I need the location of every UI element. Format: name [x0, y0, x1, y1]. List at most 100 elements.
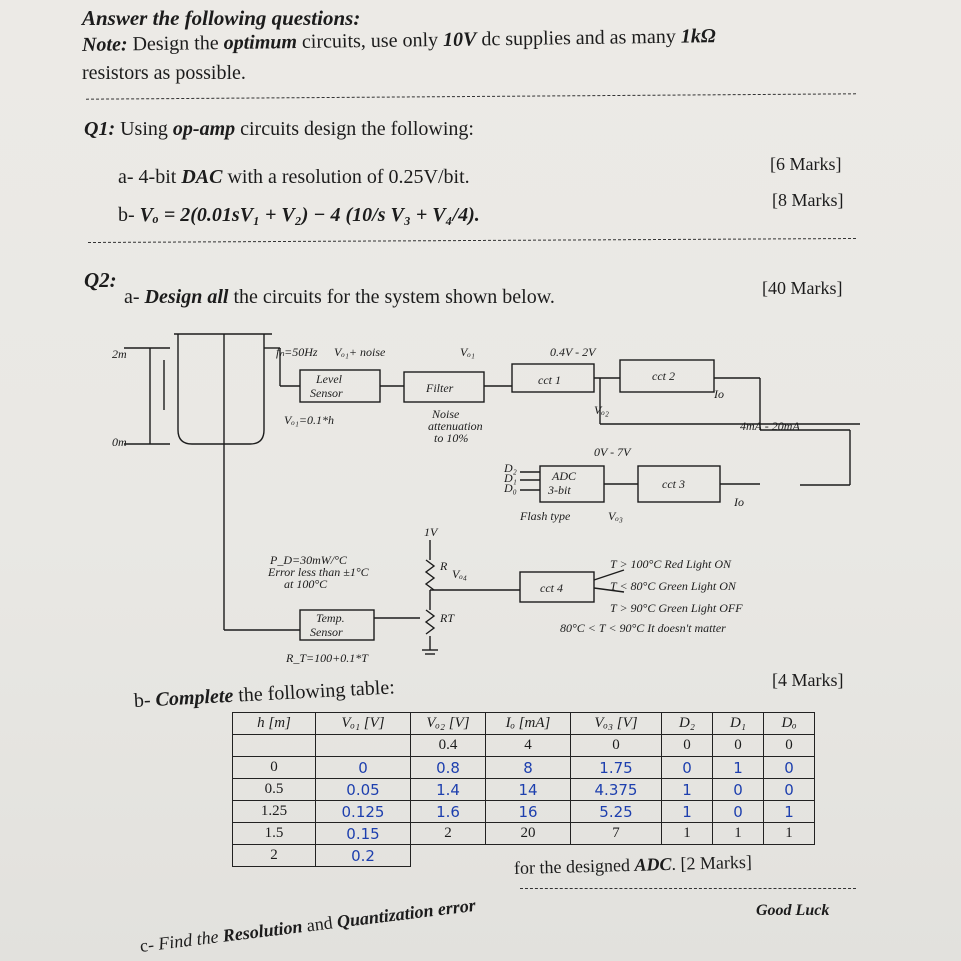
q2-c-text-2: for the designed	[513, 854, 631, 878]
cct2-label: cct 2	[652, 369, 675, 383]
q2-b-complete: Complete	[155, 684, 234, 711]
d0-label: D₀	[503, 481, 517, 495]
header-io: Iₒ [mA]	[485, 712, 571, 735]
condition-2: T < 80°C Green Light ON	[610, 579, 737, 593]
q2-c-adc: ADC	[634, 853, 672, 875]
tank-0m-label: 0m	[112, 435, 127, 449]
adc-label-2: 3-bit	[547, 483, 571, 497]
table-row: 1.5 0.15 2 20 7 1 1 1	[232, 822, 815, 845]
q1-opamp: op-amp	[172, 118, 236, 140]
temp-sensor-box	[299, 609, 375, 641]
header-d0: Dₒ	[763, 712, 815, 735]
noise-label-3: to 10%	[434, 431, 468, 445]
water-tank	[177, 334, 265, 445]
range-0-7-label: 0V - 7V	[594, 445, 632, 459]
cct2-box	[619, 359, 715, 393]
note-1k: 1kΩ	[680, 25, 716, 48]
q1-a-label: a- 4-bit	[118, 166, 177, 188]
level-sensor-label-2: Sensor	[310, 386, 343, 400]
d1-label: D₁	[503, 471, 517, 485]
cct1-label: cct 1	[538, 373, 561, 387]
good-luck: Good Luck	[756, 902, 830, 919]
header-vo1: Vₒ₁ [V]	[315, 712, 411, 735]
vo1-equation: Vₒ₁=0.1*h	[284, 413, 334, 427]
vo3-label: Vₒ₃	[608, 509, 623, 523]
pd-label: P_D=30mW/°C	[269, 553, 348, 567]
cct4-label: cct 4	[540, 581, 563, 595]
note-optimum: optimum	[223, 30, 298, 55]
condition-3: T > 90°C Green Light OFF	[610, 601, 743, 615]
note-text-3: dc supplies and as many	[481, 25, 676, 51]
note-10v: 10V	[442, 28, 477, 51]
temp-sensor-label-2: Sensor	[310, 625, 343, 639]
q1-heading: Q1: Using op-amp circuits design the fol…	[84, 118, 474, 141]
header-vo2: Vₒ₂ [V]	[410, 712, 486, 735]
q2-b-marks: [4 Marks]	[772, 670, 844, 690]
q1-a: a- 4-bit DAC with a resolution of 0.25V/…	[118, 166, 470, 189]
resistor-r	[424, 559, 436, 591]
level-sensor-label-1: Level	[315, 372, 343, 386]
filter-label: Filter	[425, 381, 454, 395]
error-label-1: Error less than ±1°C	[267, 565, 370, 579]
rt-equation: R_T=100+0.1*T	[285, 651, 369, 665]
header-vo3: Vₒ₃ [V]	[570, 712, 662, 735]
vo2-label: Vₒ₂	[594, 403, 609, 417]
supply-label: 1V	[424, 525, 439, 539]
q2-a-marks: [40 Marks]	[762, 278, 843, 298]
system-diagram: 2m 0m fₙ=50Hz Vₒ₁+ noise Vₒ₁ 0.4V - 2V L…	[112, 333, 860, 665]
q2-b-text: the following table:	[237, 676, 396, 707]
q2-c-quantization: Quantization error	[335, 894, 477, 932]
q2-label: Q2:	[84, 268, 117, 292]
table-row: 0.4 4 0 0 0 0	[232, 734, 815, 757]
io-range-label: 4mA - 20mA	[740, 419, 800, 433]
fn-label: fₙ=50Hz	[276, 345, 318, 359]
q2-b-label: b-	[133, 689, 152, 712]
condition-4: 80°C < T < 90°C It doesn't matter	[560, 621, 726, 635]
q2-c-text-1: Find the	[157, 926, 220, 954]
tank-2m-label: 2m	[112, 347, 127, 361]
q2-c-and: and	[305, 912, 334, 936]
q1-a-marks: [6 Marks]	[770, 154, 842, 174]
adc-label-1: ADC	[551, 469, 577, 483]
table-header-row: h [m] Vₒ₁ [V] Vₒ₂ [V] Iₒ [mA] Vₒ₃ [V] D₂…	[232, 712, 815, 735]
separator-3	[520, 888, 856, 889]
table-row: 2 0.2	[232, 844, 815, 867]
instructions-title: Answer the following questions:	[82, 6, 361, 30]
table-row: 0 0 0.8 8 1.75 0 1 0	[232, 756, 815, 779]
d2-label: D₂	[503, 461, 517, 475]
q2-c-label: c-	[138, 934, 156, 956]
vo1-noise-label: Vₒ₁+ noise	[334, 345, 386, 359]
q1-label: Q1:	[84, 118, 116, 140]
q2-c-left: c- Find the Resolution and Quantization …	[139, 895, 477, 957]
filter-box	[403, 371, 485, 403]
flash-label: Flash type	[519, 509, 571, 523]
q1-b-marks: [8 Marks]	[772, 190, 844, 210]
header-h: h [m]	[232, 712, 316, 735]
q2-c-resolution: Resolution	[221, 916, 304, 946]
noise-label-2: attenuation	[428, 419, 483, 433]
q2-b: b- Complete the following table:	[133, 676, 395, 713]
resistor-rt	[424, 609, 436, 635]
noise-label-1: Noise	[431, 407, 460, 421]
q2-a: a- Design all the circuits for the syste…	[124, 286, 555, 309]
r-label: R	[439, 559, 448, 573]
q2-a-label: a-	[124, 286, 140, 308]
header-d2: D₂	[661, 712, 713, 735]
temp-sensor-label-1: Temp.	[316, 611, 345, 625]
io-label-1: Io	[713, 387, 724, 401]
note-line-2: resistors as possible.	[82, 62, 246, 84]
q2-a-text: the circuits for the system shown below.	[233, 286, 555, 308]
header-d1: D₁	[712, 712, 764, 735]
q2-a-design-all: Design all	[144, 286, 229, 308]
q1-b-equation: Vₒ = 2(0.01sV₁ + V₂) − 4 (10/s V₃ + V₄/4…	[139, 204, 480, 226]
vo4-label: Vₒ₄	[452, 567, 467, 581]
q1-text-2: circuits design the following:	[240, 118, 474, 140]
q1-b-label: b-	[118, 204, 135, 226]
q2-c-marks: . [2 Marks]	[671, 851, 753, 874]
range-04-2-label: 0.4V - 2V	[550, 345, 597, 359]
q1-b: b- Vₒ = 2(0.01sV₁ + V₂) − 4 (10/s V₃ + V…	[118, 204, 480, 227]
vo1-label: Vₒ₁	[460, 345, 475, 359]
condition-1: T > 100°C Red Light ON	[610, 557, 732, 571]
separator-2	[88, 237, 856, 244]
